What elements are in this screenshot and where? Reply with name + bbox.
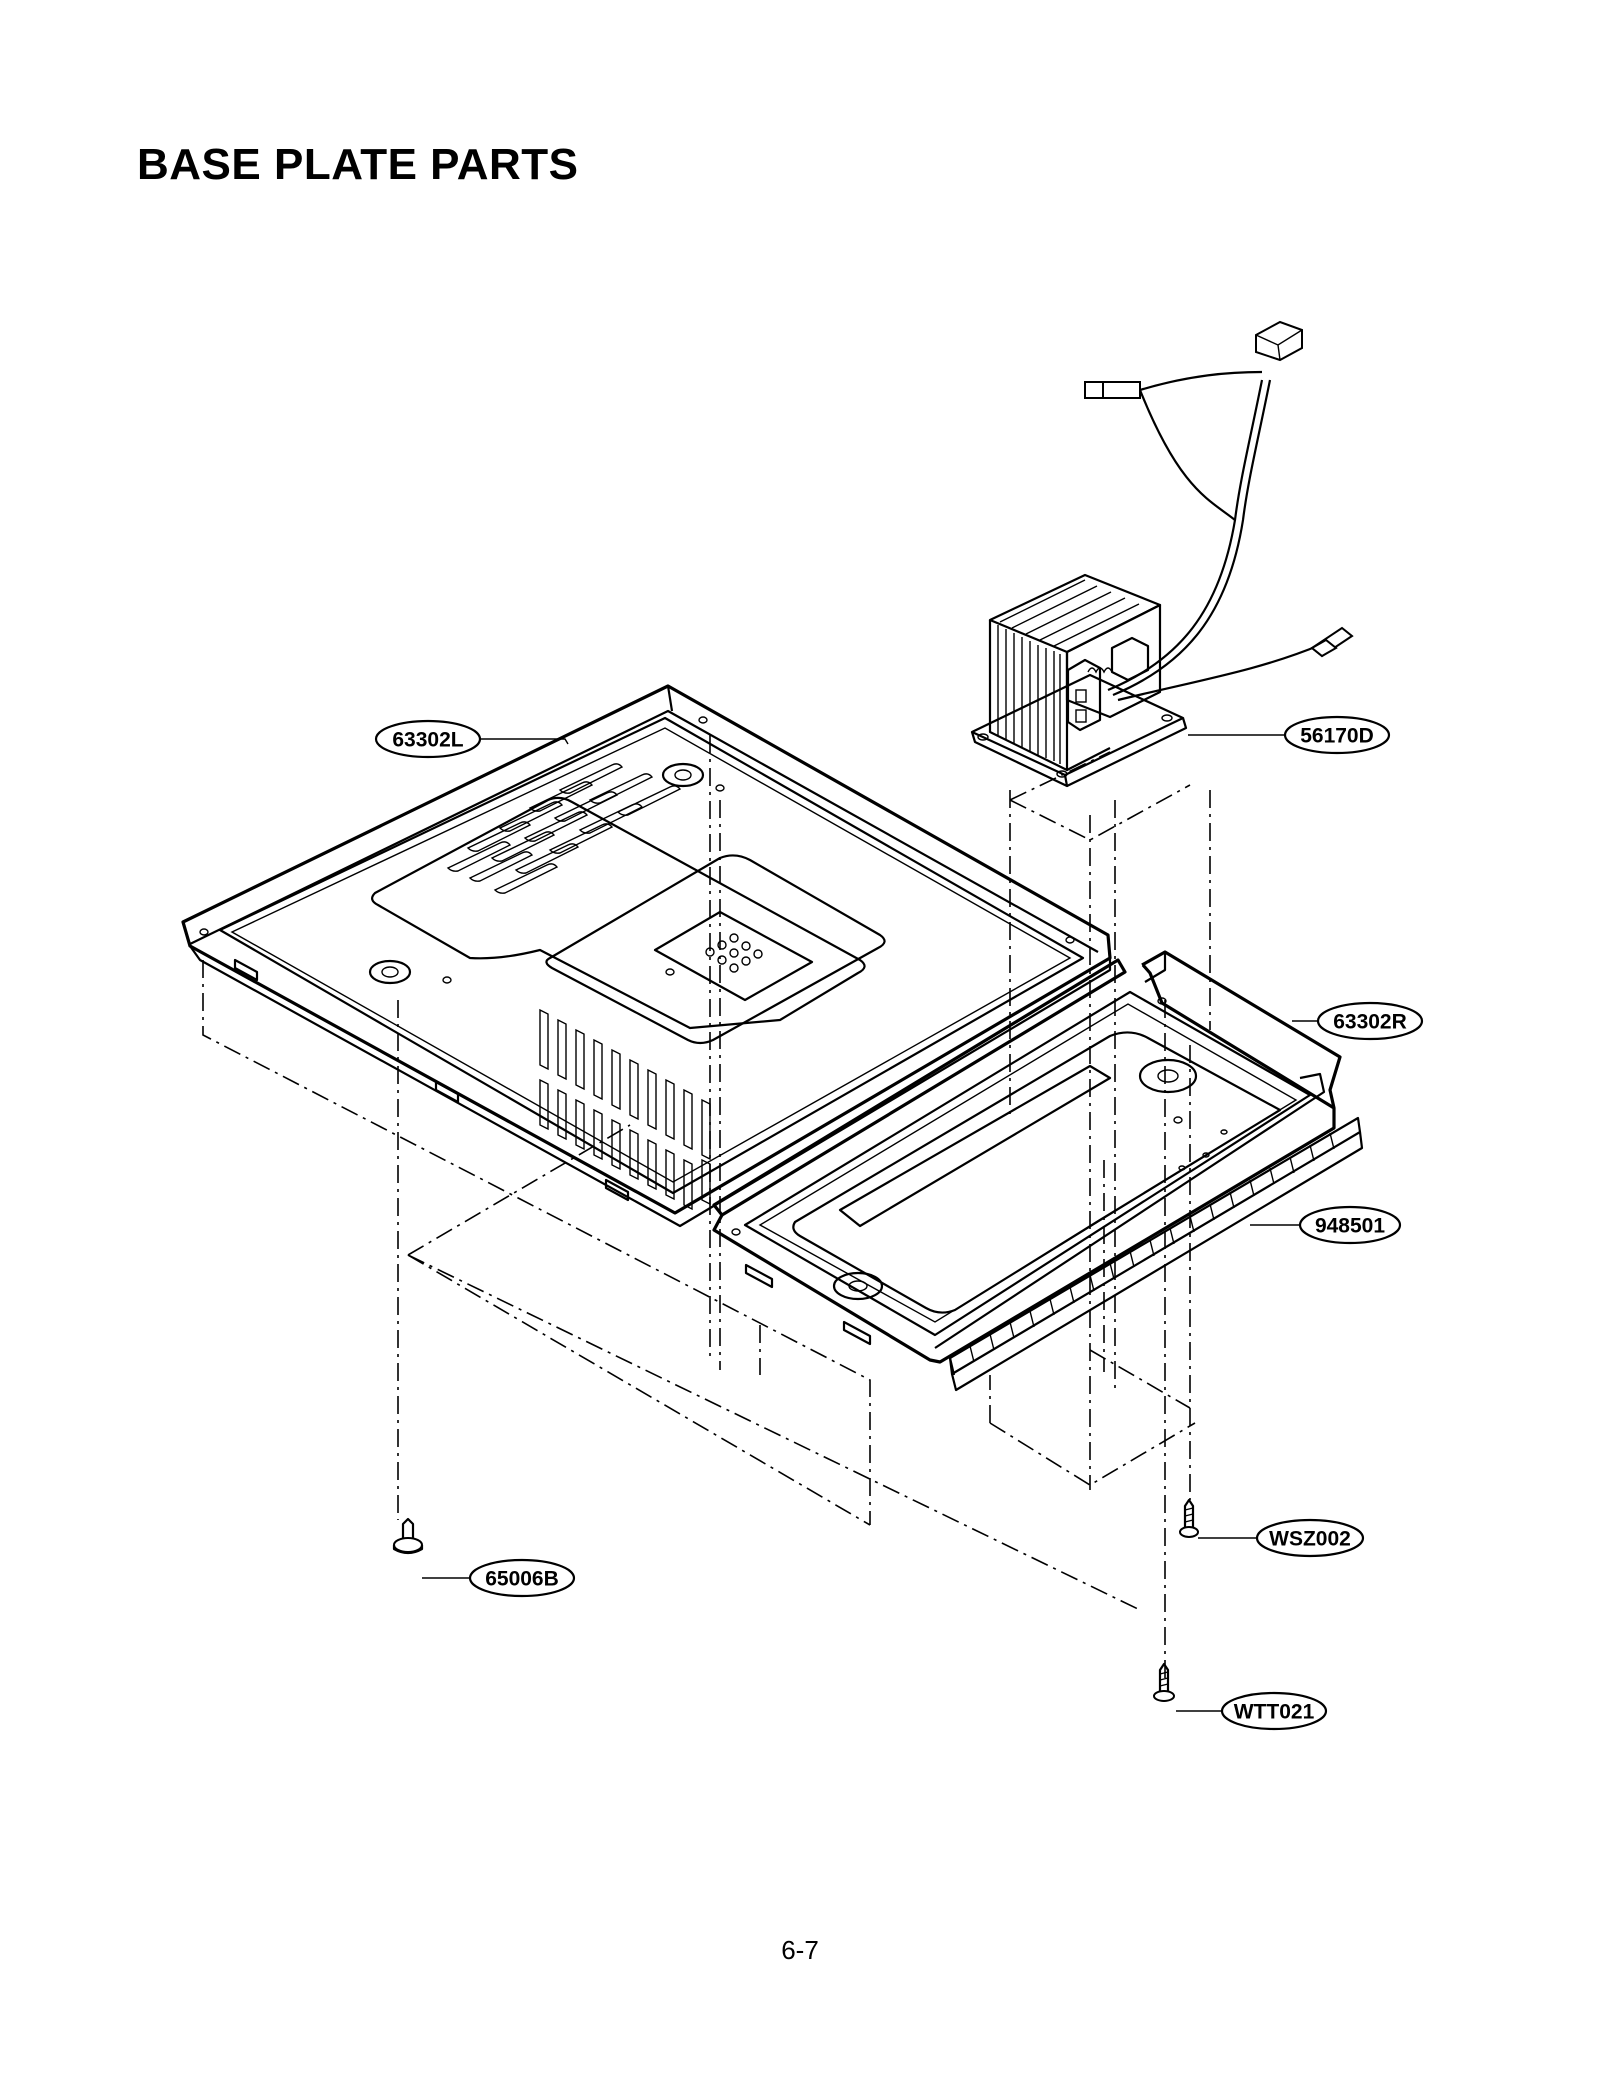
callout-65006B: 65006B [422, 1558, 576, 1598]
page-title: BASE PLATE PARTS [137, 140, 579, 189]
callout-label: WTT021 [1234, 1701, 1315, 1724]
slot-vents [446, 763, 682, 894]
base-plate-right [712, 950, 1342, 1364]
callout-label: WSZ002 [1269, 1528, 1351, 1551]
callout-63302L: 63302L [374, 719, 569, 759]
foot-65006B [392, 1517, 424, 1555]
page-number: 6-7 [781, 1935, 819, 1965]
screw-WTT021 [1153, 1662, 1175, 1702]
callout-WSZ002: WSZ002 [1198, 1518, 1365, 1558]
vent-holes [705, 933, 763, 973]
screw-WSZ002 [1179, 1498, 1199, 1538]
callout-label: 948501 [1315, 1215, 1385, 1238]
assembly-lines [202, 735, 1211, 1680]
callout-label: 63302R [1333, 1011, 1407, 1034]
louver-vents [539, 1008, 711, 1211]
callout-label: 63302L [392, 729, 463, 752]
callout-56170D: 56170D [1188, 715, 1391, 755]
callout-label: 65006B [485, 1568, 559, 1591]
foam-strip [948, 1116, 1364, 1392]
base-plate-left [181, 684, 1112, 1228]
callout-WTT021: WTT021 [1176, 1691, 1328, 1731]
high-voltage-transformer [970, 320, 1354, 788]
callout-948501: 948501 [1250, 1205, 1402, 1245]
callout-label: 56170D [1300, 725, 1374, 748]
callout-63302R: 63302R [1292, 1001, 1424, 1041]
